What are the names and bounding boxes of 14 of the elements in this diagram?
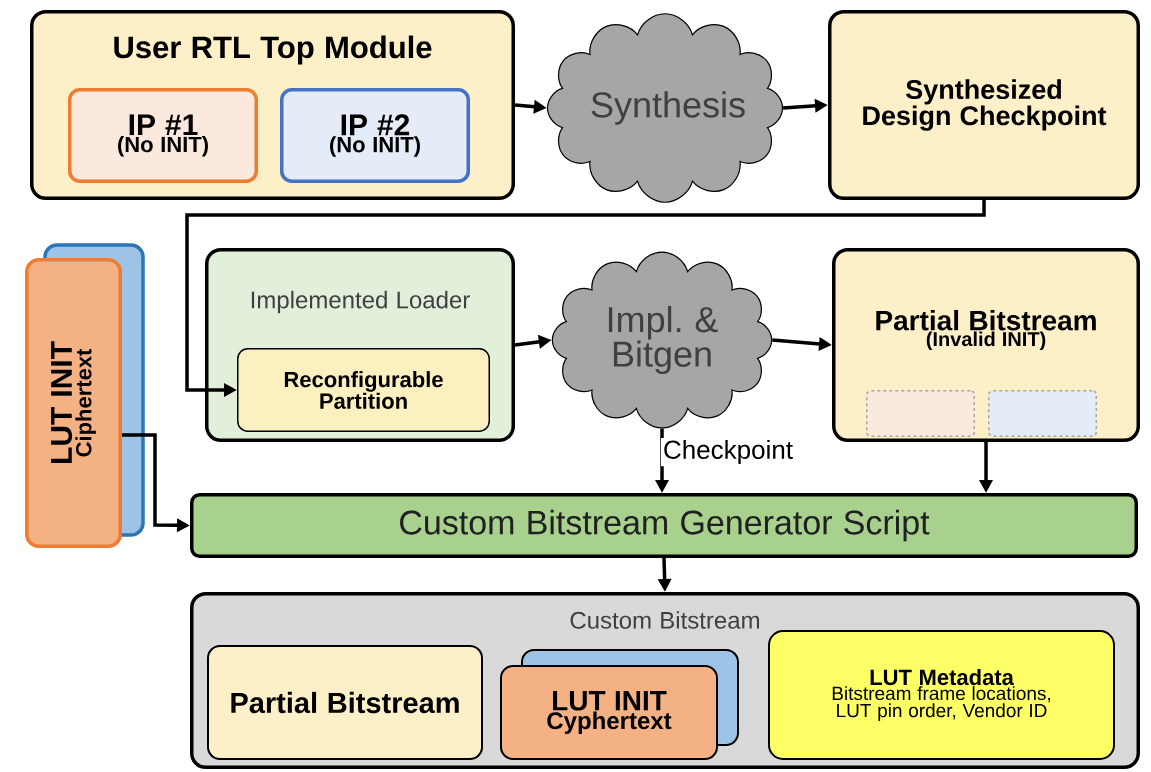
partition-box: Reconfigurable Partition [237,348,490,432]
ciphertext-card-stack: LUT INIT Ciphertext [25,243,145,548]
edge-label: Checkpoint [660,437,796,467]
hatched-box [988,390,1097,437]
ciphertext-card-stack: LUT INIT Cyphertext [500,649,739,760]
bitstream-box: Partial Bitstream [207,645,483,760]
checkpoint-box: Synthesized Design Checkpoint [828,10,1140,200]
cloud: Impl. & Bitgen [551,251,773,429]
script-bar: Custom Bitstream Generator Script [190,493,1138,558]
metadata-box: LUT Metadata Bitstream frame locations, LUT pin order, Vendor ID [768,630,1115,760]
hatched-box [866,390,975,437]
ip-box: IP #2 (No INIT) [280,88,470,183]
cloud: Synthesis [546,13,784,203]
ip-box: IP #1 (No INIT) [68,88,258,183]
